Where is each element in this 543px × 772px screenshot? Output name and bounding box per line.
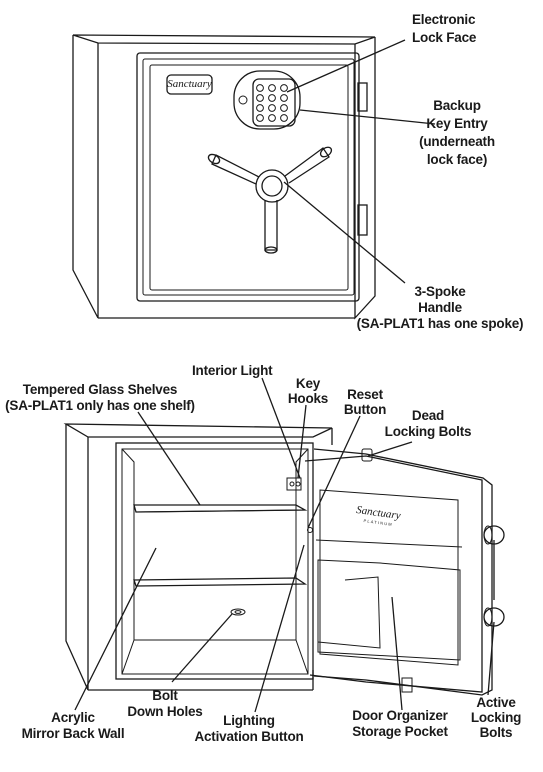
label-reset-button: Reset Button bbox=[344, 387, 386, 417]
open-safe: Sanctuary PLATINUM bbox=[63, 423, 505, 696]
keypad-buttons bbox=[256, 84, 288, 122]
reset-button-line2: Button bbox=[344, 402, 386, 417]
dead-bolts-line1: Dead bbox=[412, 408, 444, 423]
lighting-line1: Lighting bbox=[223, 713, 275, 728]
label-active-locking-bolts: Active Locking Bolts bbox=[471, 695, 522, 740]
electronic-lock-face-line1: Electronic bbox=[412, 12, 476, 27]
label-spoke-handle: 3-Spoke Handle (SA-PLAT1 has one spoke) bbox=[357, 284, 524, 331]
closed-safe: Sanctuary bbox=[72, 34, 376, 320]
backup-key-line2: Key Entry bbox=[426, 116, 488, 131]
bolt-down-line2: Down Holes bbox=[127, 704, 202, 719]
label-bolt-down-holes: Bolt Down Holes bbox=[127, 688, 202, 719]
label-electronic-lock-face: Electronic Lock Face bbox=[412, 12, 477, 45]
tempered-glass-line2: (SA-PLAT1 only has one shelf) bbox=[5, 398, 195, 413]
electronic-lock-face-line2: Lock Face bbox=[412, 30, 477, 45]
spoke-handle-line1: 3-Spoke bbox=[414, 284, 466, 299]
door-organizer-line1: Door Organizer bbox=[352, 708, 448, 723]
tempered-glass-line1: Tempered Glass Shelves bbox=[23, 382, 177, 397]
acrylic-line2: Mirror Back Wall bbox=[22, 726, 125, 741]
reset-button-line1: Reset bbox=[347, 387, 383, 402]
active-bolts-line3: Bolts bbox=[480, 725, 513, 740]
label-dead-locking-bolts: Dead Locking Bolts bbox=[385, 408, 472, 439]
label-acrylic-mirror: Acrylic Mirror Back Wall bbox=[22, 710, 125, 741]
brand-door-line: PLATINUM bbox=[363, 518, 393, 527]
lighting-line2: Activation Button bbox=[194, 729, 303, 744]
key-hooks-line2: Hooks bbox=[288, 391, 328, 406]
backup-key-line4: lock face) bbox=[427, 152, 487, 167]
active-bolts-line2: Locking bbox=[471, 710, 521, 725]
label-tempered-glass-shelves: Tempered Glass Shelves (SA-PLAT1 only ha… bbox=[5, 382, 195, 413]
key-hooks-line1: Key bbox=[296, 376, 321, 391]
backup-key-line1: Backup bbox=[433, 98, 481, 113]
bolt-down-line1: Bolt bbox=[152, 688, 178, 703]
acrylic-line1: Acrylic bbox=[51, 710, 95, 725]
dead-bolts-line2: Locking Bolts bbox=[385, 424, 472, 439]
label-key-hooks: Key Hooks bbox=[288, 376, 328, 406]
label-door-organizer: Door Organizer Storage Pocket bbox=[352, 708, 449, 739]
spoke-handle-line2: Handle bbox=[418, 300, 463, 315]
interior-light-label: Interior Light bbox=[192, 363, 273, 378]
active-bolts-line1: Active bbox=[476, 695, 516, 710]
label-backup-key-entry: Backup Key Entry (underneath lock face) bbox=[419, 98, 495, 167]
brand-top: Sanctuary bbox=[167, 78, 212, 90]
backup-key-line3: (underneath bbox=[419, 134, 495, 149]
label-lighting-activation: Lighting Activation Button bbox=[194, 713, 303, 744]
door-organizer-line2: Storage Pocket bbox=[352, 724, 448, 739]
spoke-handle-line3: (SA-PLAT1 has one spoke) bbox=[357, 316, 524, 331]
